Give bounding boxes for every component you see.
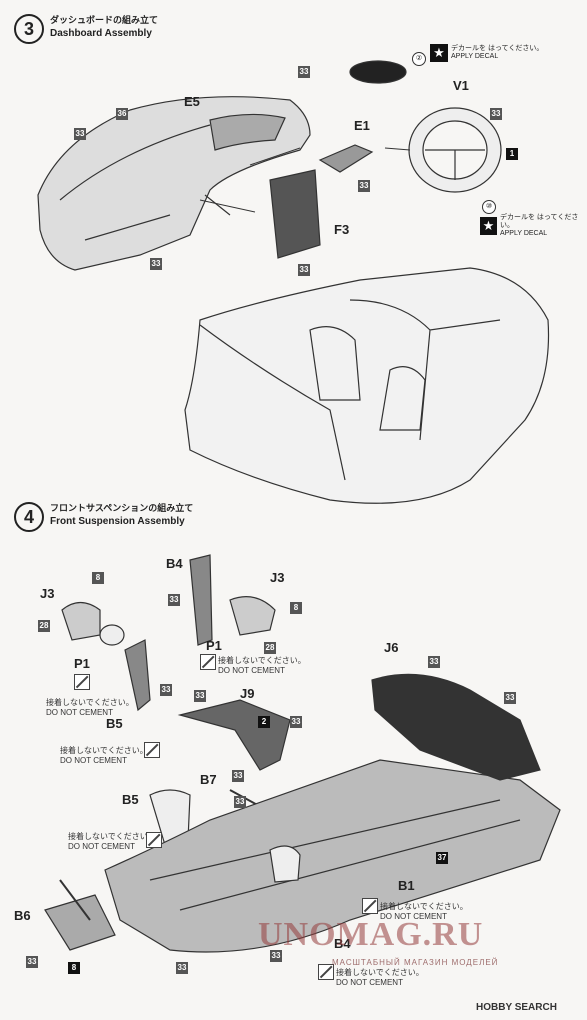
label-b1: B1: [398, 878, 415, 893]
no-cement-icon: [362, 898, 378, 914]
gauge-decal-drawing: [349, 60, 407, 84]
color-code-33: 33: [176, 962, 188, 974]
label-e5: E5: [184, 94, 200, 109]
decal-note-bottom: ★ デカールを はってください。 APPLY DECAL: [480, 214, 587, 238]
color-code-33: 33: [232, 770, 244, 782]
color-code-28: 28: [264, 642, 276, 654]
upright-j3-right: [229, 596, 276, 636]
color-code-33: 33: [298, 66, 310, 78]
label-b5: B5: [122, 792, 139, 807]
color-code-33: 33: [234, 796, 246, 808]
color-code-8: 8: [68, 962, 80, 974]
no-cement-note: 接着しないでください。DO NOT CEMENT: [46, 698, 134, 717]
star-decal-icon: ★: [430, 44, 448, 62]
label-v1: V1: [453, 78, 469, 93]
label-f3: F3: [334, 222, 350, 237]
upright-j3-left: [61, 601, 101, 641]
color-code-33: 33: [490, 108, 502, 120]
step4-header: 4 フロントサスペンションの組み立て Front Suspension Asse…: [14, 502, 193, 532]
no-cement-icon: [74, 674, 90, 690]
center-stack-f3-drawing: [269, 169, 321, 259]
step4-title-jp: フロントサスペンションの組み立て: [50, 503, 194, 513]
decal-number-10: ⑩: [482, 200, 496, 214]
fuel-tank-j6: [371, 673, 541, 781]
floor-pan-b1: [104, 759, 561, 953]
label-b6: B6: [14, 908, 31, 923]
step3-title-en: Dashboard Assembly: [50, 28, 152, 39]
color-code-33: 33: [74, 128, 86, 140]
color-code-33: 33: [150, 258, 162, 270]
color-code-28: 28: [38, 620, 50, 632]
color-code-33: 33: [168, 594, 180, 606]
color-code-33: 33: [160, 684, 172, 696]
no-cement-note: 接着しないでください。DO NOT CEMENT: [60, 746, 148, 765]
color-code-33: 33: [290, 716, 302, 728]
label-p1-left: P1: [74, 656, 90, 671]
no-cement-note: 接着しないでください。DO NOT CEMENT: [68, 832, 156, 851]
color-code-2: 2: [258, 716, 270, 728]
color-code-1: 1: [506, 148, 518, 160]
decal-note-jp: デカールを はってください。: [451, 45, 544, 52]
no-cement-note: 接着しないでください。DO NOT CEMENT: [336, 968, 424, 987]
no-cement-icon: [144, 742, 160, 758]
label-b7: B7: [200, 772, 217, 787]
strut-p1-left: [124, 639, 151, 712]
watermark-subtitle: МАСШТАБНЫЙ МАГАЗИН МОДЕЛЕЙ: [332, 958, 499, 967]
no-cement-note: 接着しないでください。DO NOT CEMENT: [218, 656, 306, 675]
decal-number-2: ②: [412, 52, 426, 66]
car-body-tub-drawing: [184, 267, 550, 504]
watermark-logo: UNOMAG.RU: [258, 916, 484, 953]
color-code-37: 37: [436, 852, 448, 864]
step3-title-jp: ダッシュボードの組み立て: [50, 15, 159, 25]
arm-j9: [177, 699, 291, 771]
decal-note-top: ★ デカールを はってください。 APPLY DECAL: [430, 44, 543, 62]
label-j3-left: J3: [40, 586, 55, 601]
color-code-8: 8: [290, 602, 302, 614]
decal-note-en: APPLY DECAL: [499, 230, 548, 237]
step3-header: 3 ダッシュボードの組み立て Dashboard Assembly: [14, 14, 158, 44]
no-cement-icon: [200, 654, 216, 670]
color-code-36: 36: [116, 108, 128, 120]
decal-note-jp: デカールを はってください。: [499, 214, 579, 229]
step3-number: 3: [14, 14, 44, 44]
label-b5-top: B5: [106, 716, 123, 731]
color-code-8: 8: [92, 572, 104, 584]
hub-b6: [44, 894, 116, 951]
color-code-33: 33: [358, 180, 370, 192]
no-cement-icon: [146, 832, 162, 848]
label-j6: J6: [384, 640, 399, 655]
label-b4-top: B4: [166, 556, 183, 571]
no-cement-icon: [318, 964, 334, 980]
label-p1-right: P1: [206, 638, 222, 653]
color-code-33: 33: [26, 956, 38, 968]
hobby-search-logo: HOBBY SEARCH: [476, 1002, 557, 1013]
no-cement-note: 接着しないでください。DO NOT CEMENT: [380, 902, 468, 921]
color-code-33: 33: [194, 690, 206, 702]
label-b4: B4: [334, 936, 351, 951]
color-code-33: 33: [428, 656, 440, 668]
label-j3-right: J3: [270, 570, 285, 585]
color-code-33: 33: [270, 950, 282, 962]
color-code-33: 33: [298, 264, 310, 276]
column-e1-drawing: [318, 144, 374, 173]
color-code-33: 33: [504, 692, 516, 704]
strut-b4: [189, 554, 213, 646]
step4-title-en: Front Suspension Assembly: [50, 516, 185, 527]
label-j9: J9: [240, 686, 255, 701]
star-decal-icon: ★: [480, 217, 497, 235]
decal-note-en: APPLY DECAL: [451, 53, 499, 60]
step4-number: 4: [14, 502, 44, 532]
label-e1: E1: [354, 118, 370, 133]
